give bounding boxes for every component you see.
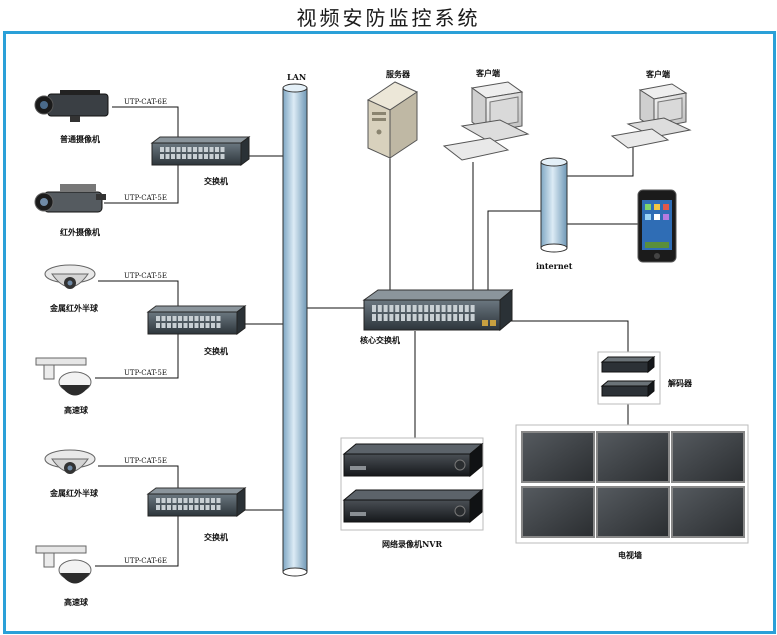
switch3-label: 交换机	[204, 532, 228, 542]
tv-wall-label: 电视墙	[618, 550, 642, 560]
nvr-recorder-icon-2	[342, 488, 484, 524]
client1-label: 客户端	[475, 68, 500, 78]
box-camera-icon	[34, 90, 109, 122]
lan-backbone-pipe	[282, 83, 308, 577]
speed-dome-1-label: 高速球	[64, 405, 89, 415]
server-icon	[366, 81, 419, 159]
cable-label-3: UTP-CAT-5E	[124, 272, 167, 280]
cable-label-4: UTP-CAT-5E	[124, 369, 167, 377]
ir-dome-camera-icon-1	[44, 264, 96, 289]
core-switch-label: 核心交换机	[360, 335, 400, 345]
core-switch-icon	[362, 288, 514, 332]
internet-label: internet	[536, 261, 573, 271]
decoder-label: 解码器	[668, 378, 693, 388]
lan-label: LAN	[287, 72, 306, 82]
cable-label-5: UTP-CAT-5E	[124, 457, 167, 465]
client2-label: 客户端	[645, 69, 670, 79]
speed-dome-camera-icon-2	[35, 545, 92, 584]
cable-label-1: UTP-CAT-6E	[124, 98, 167, 106]
cable-label-2: UTP-CAT-5E	[124, 194, 167, 202]
dome-metal-2-label: 金属红外半球	[49, 488, 99, 498]
dome-metal-1-label: 金属红外半球	[49, 303, 99, 313]
diagram-title: 视频安防监控系统	[296, 6, 481, 30]
tv-wall-screens	[521, 431, 745, 538]
nvr-label: 网络录像机NVR	[382, 539, 443, 549]
access-switch-icon-3	[146, 487, 247, 517]
access-switch-icon-1	[150, 136, 251, 166]
decoder-icon-2	[600, 379, 656, 398]
speed-dome-2-label: 高速球	[64, 597, 89, 607]
ir-bullet-camera-icon	[34, 184, 106, 213]
internet-pipe	[540, 157, 568, 253]
switch1-label: 交换机	[204, 176, 228, 186]
access-switch-icon-2	[146, 305, 247, 335]
client-pc-icon-2	[610, 83, 692, 149]
speed-dome-camera-icon-1	[35, 357, 92, 396]
switch2-label: 交换机	[204, 346, 228, 356]
smartphone-icon	[637, 189, 677, 263]
server-label: 服务器	[386, 69, 411, 79]
switch1-ports	[160, 147, 225, 159]
client-pc-icon-1	[442, 81, 530, 161]
cable-label-6: UTP-CAT-6E	[124, 557, 167, 565]
core-switch-ports	[372, 305, 475, 321]
switch3-ports	[156, 498, 221, 510]
decoder-icon-1	[600, 355, 656, 374]
nvr-recorder-icon-1	[342, 442, 484, 478]
cam-normal-label: 普通摄像机	[60, 134, 100, 144]
ir-dome-camera-icon-2	[44, 449, 96, 474]
switch2-ports	[156, 316, 221, 328]
connection-lines	[95, 106, 638, 567]
cam-ir-label: 红外摄像机	[60, 227, 100, 237]
